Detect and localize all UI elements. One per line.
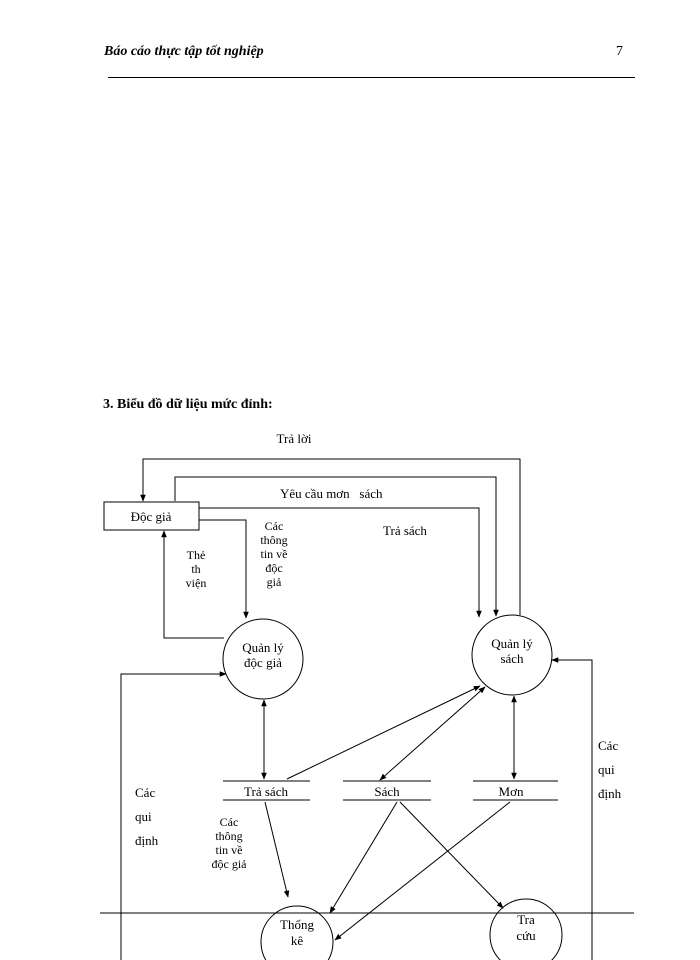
- svg-text:Các: Các: [598, 738, 618, 753]
- svg-text:giả: giả: [267, 575, 282, 589]
- svg-text:viện: viện: [186, 576, 207, 590]
- process-quan-ly-doc-gia-label: Quản lý độc giả: [242, 640, 284, 670]
- flow-qui-dinh-right-label: Các qui định: [598, 738, 622, 801]
- flow-the-thu-vien-label: Thẻ th viện: [186, 548, 207, 590]
- process-thong-ke: [260, 905, 334, 960]
- svg-text:Các: Các: [220, 815, 239, 829]
- flow-yeu-cau-muon-sach-label: Yêu cầu mơn sách: [280, 486, 383, 501]
- process-tra-cuu: [489, 898, 563, 960]
- flow-qui-dinh-right: [551, 657, 593, 960]
- process-quan-ly-sach-label: Quản lý sách: [491, 636, 533, 666]
- svg-text:cứu: cứu: [516, 928, 536, 943]
- svg-text:Thẻ: Thẻ: [187, 548, 206, 562]
- flow-thong-tin-doc-gia-label-1: Các thông tin về độc giả: [260, 519, 287, 589]
- svg-text:độc giả: độc giả: [244, 655, 282, 670]
- flow-tra-sach-thong-ke: [264, 801, 290, 898]
- svg-text:sách: sách: [500, 651, 524, 666]
- flow-the-thu-vien: [161, 530, 224, 639]
- svg-text:Quản lý: Quản lý: [242, 640, 284, 655]
- svg-text:định: định: [598, 786, 622, 801]
- svg-text:th: th: [191, 562, 200, 576]
- svg-text:Tra: Tra: [517, 912, 535, 927]
- flow-qls-sach: [379, 686, 486, 781]
- flow-sach-tra-cuu: [399, 801, 504, 909]
- flow-thong-tin-doc-gia: [199, 519, 249, 619]
- svg-text:Các: Các: [265, 519, 284, 533]
- process-tra-cuu-label: Tra cứu: [516, 912, 536, 943]
- flow-tra-loi-label: Trả lời: [277, 431, 312, 446]
- svg-text:Quản lý: Quản lý: [491, 636, 533, 651]
- header-rule: [108, 77, 635, 78]
- store-sach-label: Sách: [374, 784, 400, 799]
- flow-qui-dinh-left-label: Các qui định: [135, 785, 159, 848]
- entity-doc-gia-label: Độc giả: [131, 509, 172, 524]
- section-heading: 3. Biểu đồ dữ liệu mức đỉnh:: [103, 397, 273, 412]
- flow-tra-sach-qls: [286, 685, 481, 780]
- flow-tra-loi: [140, 458, 521, 615]
- process-thong-ke-label: Thống kê: [280, 917, 314, 948]
- flow-tra-sach: [199, 507, 482, 618]
- page-number: 7: [616, 44, 623, 59]
- flow-tra-sach-label: Trả sách: [383, 523, 427, 538]
- svg-text:qui: qui: [598, 762, 615, 777]
- svg-text:độc: độc: [265, 561, 282, 575]
- svg-text:thông: thông: [215, 829, 242, 843]
- flow-muon-thong-ke: [334, 801, 511, 941]
- store-muon-label: Mơn: [499, 784, 524, 799]
- svg-text:thông: thông: [260, 533, 287, 547]
- flow-sach-thong-ke: [329, 801, 398, 914]
- svg-text:định: định: [135, 833, 159, 848]
- svg-text:độc giả: độc giả: [212, 857, 248, 871]
- process-quan-ly-doc-gia: [222, 618, 304, 700]
- store-tra-sach-label: Trả sách: [244, 784, 288, 799]
- entity-doc-gia-box: [103, 501, 200, 531]
- flow-thong-tin-doc-gia-label-2: Các thông tin về độc giả: [212, 815, 248, 871]
- flow-yeu-cau-muon-sach: [174, 476, 499, 617]
- svg-text:Thống: Thống: [280, 917, 314, 932]
- svg-text:tin về: tin về: [216, 843, 243, 857]
- process-quan-ly-sach: [471, 614, 553, 696]
- svg-text:qui: qui: [135, 809, 152, 824]
- svg-text:kê: kê: [291, 933, 304, 948]
- flow-qui-dinh-left: [120, 671, 227, 960]
- header-title: Báo cáo thực tập tốt nghiệp: [104, 44, 264, 59]
- svg-text:tin về: tin về: [261, 547, 288, 561]
- svg-text:Các: Các: [135, 785, 155, 800]
